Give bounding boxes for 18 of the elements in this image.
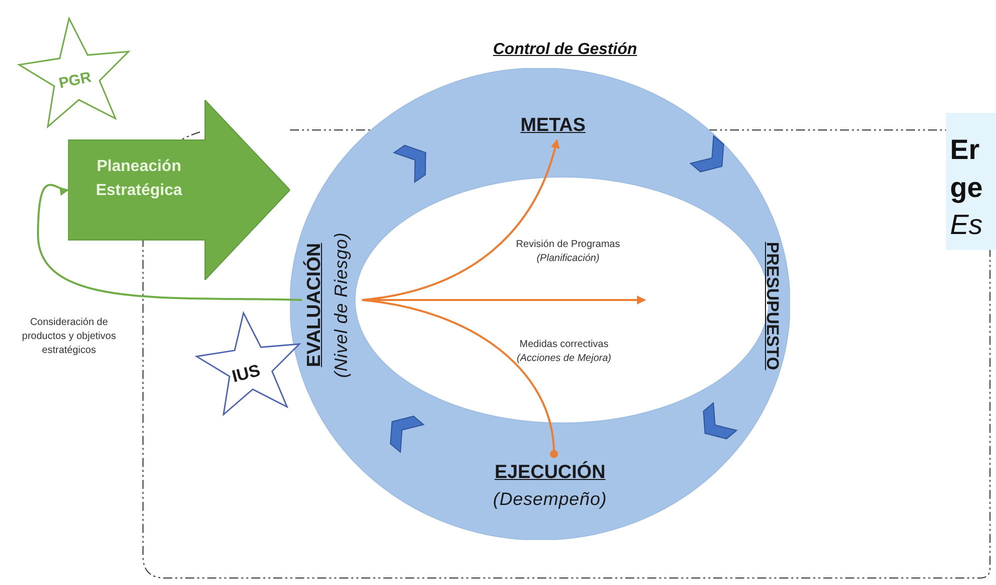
stage-subtitle: (Nivel de Riesgo) [330, 232, 352, 378]
diagram-title: Control de Gestión [492, 40, 638, 60]
stage-title: EVALUACIÓN [302, 242, 326, 368]
panel-subtitle: Es [950, 208, 984, 242]
star-label: PGR [57, 68, 94, 94]
edge-label: Revisión de Programas (Planificación) [515, 238, 621, 266]
arrow [362, 296, 646, 304]
panel-heading: Er ge [950, 133, 984, 205]
stage-title: PRESUPUESTO [762, 240, 783, 372]
stage-title: EJECUCIÓN [494, 460, 606, 485]
connector-arrow [37, 184, 302, 301]
edge-label: Medidas correctivas (Acciones de Mejora) [516, 338, 612, 366]
edge-label: Consideración de productos y objetivos estratégicos [21, 316, 117, 358]
connector-arrow [362, 139, 560, 301]
star-label: IUS [229, 360, 263, 388]
stage-subtitle: (Desempeño) [493, 488, 607, 511]
stage-title: METAS [519, 114, 587, 138]
arrow-label: Planeación Estratégica [94, 157, 184, 201]
